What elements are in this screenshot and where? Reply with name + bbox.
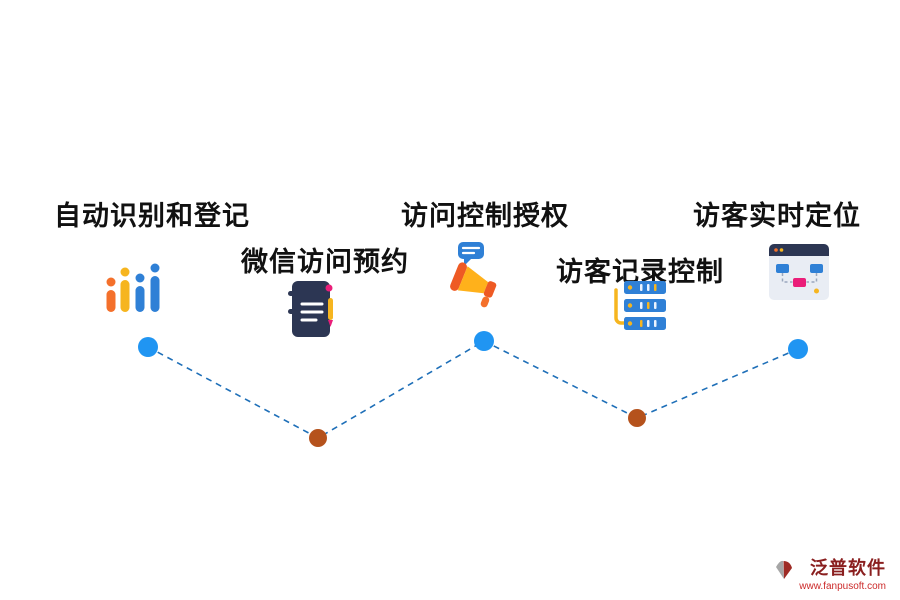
server-stack-icon [614, 281, 666, 330]
brand-url: www.fanpusoft.com [799, 581, 886, 592]
feature-label-auto-register: 自动识别和登记 [54, 201, 250, 231]
connector-node [628, 409, 646, 427]
connector-node [788, 339, 808, 359]
feature-label-realtime-location: 访客实时定位 [693, 201, 861, 231]
browser-flowchart-icon [769, 244, 829, 300]
brand-name: 泛普软件 [810, 558, 886, 579]
megaphone-icon [450, 242, 497, 308]
feature-label-access-authorization: 访问控制授权 [401, 201, 569, 231]
bar-chart-people-icon [106, 263, 160, 312]
brand: 泛普软件 www.fanpusoft.com [773, 558, 886, 592]
feature-label-wechat-booking: 微信访问预约 [241, 247, 409, 277]
notebook-icon [288, 281, 333, 337]
connector-node [309, 429, 327, 447]
connector-node [138, 337, 158, 357]
connector-node [474, 331, 494, 351]
fan-logo-icon [776, 561, 793, 580]
connector-line [147, 340, 799, 439]
